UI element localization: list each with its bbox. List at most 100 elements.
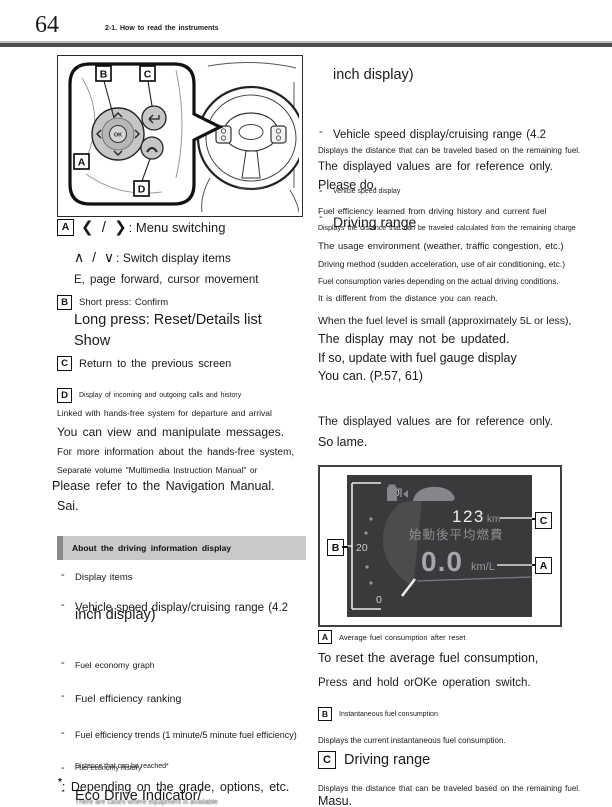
paragraph: Please do. [318,178,378,192]
avg-fuel-label-jp: 始動後平均燃費 [409,527,504,542]
paragraph: The display may not be updated. [318,332,510,346]
chevron-lr-symbols: ❮ / ❯ [81,219,129,236]
paragraph: Displays the distance that can be travel… [318,784,581,793]
paragraph: Press and hold orOKe operation switch. [318,677,531,689]
caption-b-row: B Instantaneous fuel consumption [318,707,438,721]
label-box-a: A [535,557,552,574]
figure1-label-boxes: B C A D [73,65,156,197]
paragraph: You can. (P.57, 61) [318,369,423,383]
callout-balloon [68,62,224,206]
calls-history-text: Display of incoming and outgoing calls a… [79,392,242,399]
steering-wheel-icon [196,61,306,213]
c-connector [532,518,535,520]
controls-b-row: B Short press: Confirm [57,295,168,310]
paragraph: Displays the current instantaneous fuel … [318,736,506,745]
steering-diagram-art: OK [68,61,306,213]
cluster-display-art: 30 20 0 123 km 始動後平均燃費 0.0 km/L [347,475,532,617]
long-press-text2: Show [74,333,111,349]
header-title: 2-1. How to read the instruments [105,25,219,32]
b-connector [342,546,348,548]
cluster-display-figure: 30 20 0 123 km 始動後平均燃費 0.0 km/L B C [318,465,562,627]
paragraph: Masu. [318,794,353,807]
fuel-pump-icon [387,484,402,501]
long-press-text: Long press: Reset/Details list [74,312,262,328]
label-box-c: C [535,512,552,529]
paragraph: If so, update with fuel gauge display [318,351,517,365]
paragraph: The displayed values are for reference o… [318,416,553,428]
list-item: Eco Drive Indicator/ [60,785,612,804]
chevron-ud-symbols: ∧ / ∨ [74,249,117,265]
label-box-a: A [78,157,86,169]
key-label-c: C [318,751,336,769]
footnote-text: : Depending on the grade, options, etc. [61,780,290,794]
avg-fuel-unit: km/L [471,561,495,573]
caption-a-row: A Average fuel consumption after reset [318,630,465,644]
paragraph: Displays the distance that can be travel… [318,146,581,155]
controls-d-row: D Display of incoming and outgoing calls… [57,388,241,403]
list-item: Fuel efficiency ranking [60,690,612,705]
paragraph: The displayed values are for reference o… [318,161,553,173]
paragraph: So lame. [318,435,368,449]
balloon-sketch-lines [81,69,183,194]
range-value: 123 [452,507,485,526]
label-box-d: D [138,184,146,196]
controls-c-row: C Return to the previous screen [57,356,231,371]
gauge-tick-0: 0 [376,594,382,606]
fuel-gauge-wedge [382,498,422,587]
handsfree-text1: Linked with hands-free system for depart… [57,408,272,418]
handsfree-text6: Sai. [57,499,79,513]
handsfree-text2: You can view and manipulate messages. [57,425,285,439]
key-label-a: A [318,630,332,644]
car-icon [413,486,455,501]
arrow-left-icon [403,490,408,498]
footnote: *: Depending on the grade, options, etc. [58,777,289,794]
avg-fuel-value: 0.0 [421,546,463,577]
return-screen-text: Return to the previous screen [79,357,232,370]
phone-button-icon [140,136,164,160]
list-item-cont: inch display) [333,67,414,83]
caption-c-title: Driving range [344,752,431,768]
clipped-bottom-line: There are cases where equipment is avail… [75,799,218,806]
paragraph: The usage environment (weather, traffic … [318,241,564,252]
footnote-star: * [58,777,62,788]
label-box-c: C [144,69,152,81]
switch-items-text: : Switch display items [116,250,231,265]
section-title: About the driving information display [72,543,232,553]
key-label-b: B [57,295,72,310]
paragraph: To reset the average fuel consumption, [318,651,539,665]
header-rule-dark [0,43,612,47]
list-note: Distance that can be reached* [75,763,169,770]
header-rule-light [0,41,612,43]
menu-switching-text: : Menu switching [128,219,226,235]
a-connector [532,564,535,566]
short-press-text: Short press: Confirm [79,297,169,308]
handsfree-text5: Please refer to the Navigation Manual. [52,479,275,493]
list-item: Vehicle speed display/cruising range (4.… [60,599,612,614]
controls-a-row3: E, page forward, cursor movement [74,274,259,286]
paragraph: It is different from the distance you ca… [318,293,498,303]
paragraph: Driving method (sudden acceleration, use… [318,259,566,269]
gauge-dots [364,517,373,585]
list-item: Display items [60,569,612,583]
controls-a-row2: ∧ / ∨ : Switch display items [74,249,231,266]
key-label-b: B [318,707,332,721]
caption-a-title: Average fuel consumption after reset [339,632,466,642]
back-button-icon [141,105,167,131]
ok-button-label: OK [114,133,122,139]
label-box-b: B [100,69,108,81]
list-item: Fuel economy graph [60,657,612,670]
baseline-sweep [416,576,532,582]
handsfree-text3: For more information about the hands-fre… [57,447,295,458]
list-item: Fuel efficiency trends (1 minute/5 minut… [60,727,612,740]
handsfree-text4: Separate volume "Multimedia Instruction … [57,465,258,475]
list-item-cont: inch display) [75,607,156,623]
list-item: Fuel economy history [60,762,612,774]
list-item: Vehicle speed display [318,185,612,197]
controls-a-row: A ❮ / ❯ : Menu switching [57,218,225,236]
four-way-pad: OK [91,107,145,161]
page-number: 64 [35,12,59,38]
key-label-c: C [57,356,72,371]
gauge-needle [401,578,416,597]
range-unit: km [487,514,500,525]
label-connectors [103,80,153,182]
